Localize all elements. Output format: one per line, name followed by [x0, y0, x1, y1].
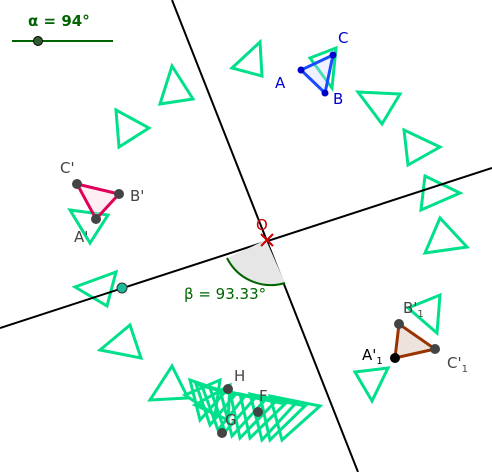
label-a: A [275, 74, 286, 92]
label-c-prime: C' [60, 159, 75, 177]
trace-triangle [402, 127, 444, 168]
trace-triangle [228, 38, 264, 78]
center-label: O [256, 216, 268, 234]
point-c[interactable] [329, 51, 337, 59]
trace-triangle [422, 215, 471, 255]
slider-alpha[interactable]: α = 94° [12, 12, 113, 46]
point-f[interactable] [253, 407, 263, 417]
label-a-prime: A' [74, 228, 88, 246]
triangle-abc-prime[interactable]: C' B' A' [60, 159, 144, 246]
trace-triangle [352, 366, 391, 405]
trace-triangle [191, 382, 232, 423]
label-c: C [338, 29, 348, 47]
slider-label: α = 94° [28, 12, 90, 30]
point-b-prime[interactable] [114, 189, 124, 199]
point-b[interactable] [321, 89, 329, 97]
points-fgh[interactable]: H F G [217, 367, 268, 438]
triangle-abc-shape[interactable] [298, 52, 336, 96]
label-b-prime: B' [130, 187, 144, 205]
trace-triangle [307, 45, 338, 93]
label-g: G [225, 411, 237, 429]
trace-triangle [258, 394, 309, 443]
angle-beta: β = 93.33° [184, 240, 286, 303]
center-mark [260, 233, 274, 247]
triangle-prime-shape[interactable] [74, 181, 122, 222]
angle-sector[interactable] [227, 240, 285, 286]
trace-triangle [267, 394, 324, 443]
angle-arc [226, 257, 286, 287]
point-h[interactable] [223, 384, 233, 394]
trace-triangle [157, 62, 196, 106]
trace-triangle [354, 90, 403, 127]
trace-triangle [71, 269, 119, 309]
point-on-line[interactable] [116, 282, 128, 294]
trace-cluster [181, 377, 324, 444]
point-c1[interactable] [430, 344, 440, 354]
label-b: B [333, 90, 343, 108]
point-b1[interactable] [394, 319, 404, 329]
trace-triangle [114, 107, 152, 150]
trace-triangle [147, 362, 191, 402]
trace-triangle [238, 392, 289, 441]
angle-label: β = 93.33° [184, 285, 266, 303]
center-point[interactable]: O [256, 216, 274, 247]
triangle-abc[interactable]: A B C [275, 29, 348, 108]
label-f: F [259, 387, 268, 405]
trace-triangle [67, 208, 111, 246]
point-a-prime[interactable] [91, 214, 101, 224]
trace-triangles [67, 38, 471, 405]
point-a[interactable] [297, 66, 305, 74]
point-a1[interactable] [390, 353, 400, 363]
line-1[interactable] [171, 0, 359, 472]
triangle-abc-1[interactable]: A'1 B'1 C'1 [362, 299, 468, 375]
label-a1: A'1 [362, 346, 383, 367]
point-c-prime[interactable] [72, 179, 82, 189]
label-c1: C'1 [447, 354, 468, 375]
label-b1: B'1 [403, 299, 424, 320]
trace-triangle [405, 292, 442, 337]
triangle-1-shape[interactable] [393, 321, 439, 360]
trace-triangle [96, 322, 144, 360]
line-2[interactable] [0, 167, 492, 329]
slider-handle[interactable] [33, 36, 43, 46]
point-g[interactable] [217, 428, 227, 438]
trace-triangle [181, 377, 222, 418]
label-h: H [234, 367, 245, 385]
